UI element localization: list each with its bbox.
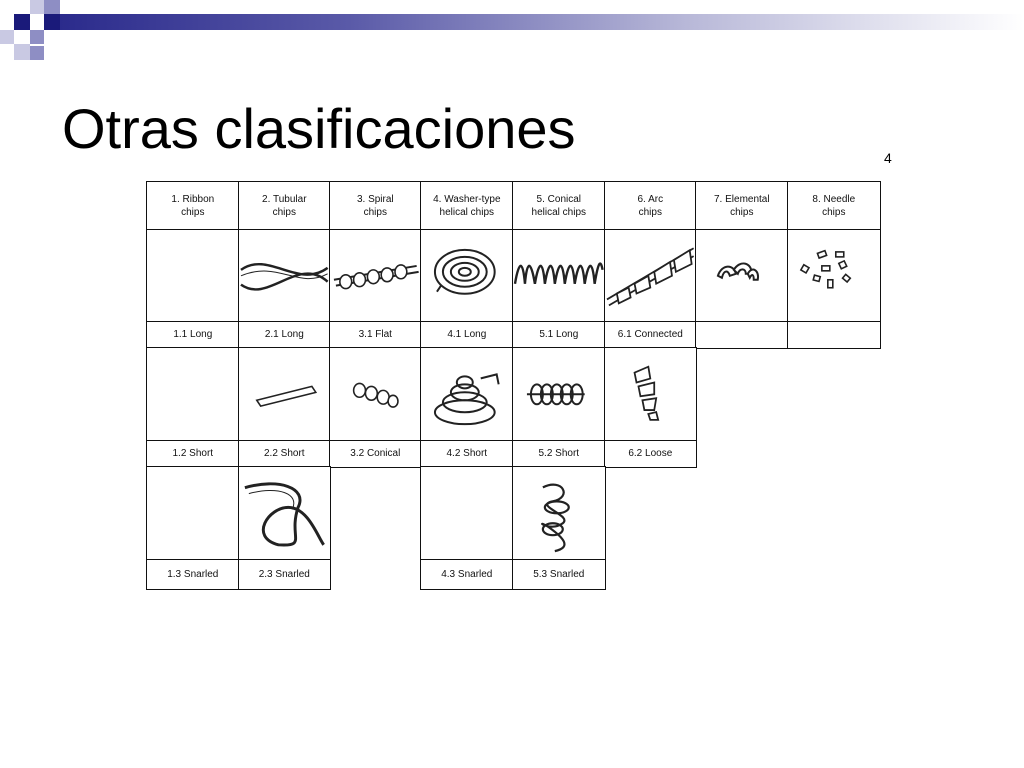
chip-image-cell: [146, 229, 240, 323]
chip-label-cell: 5.1 Long: [512, 321, 606, 349]
table-header-cell: 8. Needle chips: [787, 181, 881, 231]
chip-label-cell: 2.3 Snarled: [238, 559, 331, 590]
deco-square-mid: [30, 30, 44, 44]
chip-image-cell: [604, 347, 697, 442]
chip-image-cell: [695, 229, 789, 323]
page-number: 4: [884, 150, 892, 166]
chip-label-cell: 4.3 Snarled: [420, 559, 514, 590]
chip-illustration: [526, 383, 585, 406]
chip-label-cell: 4.2 Short: [420, 440, 514, 468]
chip-illustration: [606, 247, 695, 307]
chip-label-cell: 2.2 Short: [238, 440, 331, 468]
chip-illustration: [541, 483, 570, 553]
deco-square-dark: [44, 14, 60, 30]
chip-illustration: [240, 263, 329, 291]
table-header-cell: 2. Tubular chips: [238, 181, 331, 231]
chip-label-cell: 6.1 Connected: [604, 321, 697, 349]
deco-square-mid: [30, 46, 44, 60]
chip-image-cell: [512, 229, 606, 323]
chip-image-cell: [238, 229, 331, 323]
chip-label-cell: [787, 321, 881, 349]
chip-label-cell: 1.1 Long: [146, 321, 240, 349]
chip-image-cell: [238, 466, 331, 561]
chip-label-cell: 5.3 Snarled: [512, 559, 606, 590]
table-header-cell: 5. Conical helical chips: [512, 181, 606, 231]
chip-label-cell: 6.2 Loose: [604, 440, 697, 468]
chip-image-cell: [238, 347, 331, 442]
chip-image-cell: [420, 466, 514, 561]
slide-title: Otras clasificaciones: [62, 97, 576, 160]
chip-label-cell: 5.2 Short: [512, 440, 606, 468]
chip-illustration: [244, 482, 325, 547]
table-header-cell: 6. Arc chips: [604, 181, 697, 231]
chip-illustration: [799, 249, 852, 289]
chip-image-cell: [329, 347, 422, 442]
chip-illustration: [147, 230, 239, 322]
chip-image-cell: [787, 229, 881, 323]
table-header-cell: 3. Spiral chips: [329, 181, 422, 231]
deco-square-light: [0, 30, 14, 44]
header-gradient-bar: [60, 14, 1024, 30]
chip-illustration: [421, 467, 513, 560]
chip-illustration: [147, 467, 239, 560]
deco-square-mid: [44, 0, 60, 14]
chip-label-cell: 4.1 Long: [420, 321, 514, 349]
chip-label-cell: 1.3 Snarled: [146, 559, 240, 590]
chip-image-cell: [329, 229, 422, 323]
chip-image-cell: [146, 347, 240, 442]
chip-illustration: [513, 262, 604, 284]
chip-illustration: [352, 382, 399, 408]
chip-illustration: [433, 373, 500, 426]
chip-illustration: [433, 248, 496, 295]
chip-illustration: [333, 264, 419, 290]
chip-illustration: [147, 348, 239, 441]
deco-square-dark: [14, 14, 30, 30]
chip-image-cell: [512, 466, 606, 561]
chip-label-cell: 3.2 Conical: [329, 440, 422, 468]
chip-illustration: [716, 262, 760, 281]
deco-square-light: [14, 44, 30, 60]
chip-image-cell: [512, 347, 606, 442]
chip-illustration: [255, 385, 318, 408]
deco-square-light: [30, 0, 44, 14]
chip-illustration: [633, 365, 660, 421]
table-header-cell: 4. Washer-type helical chips: [420, 181, 514, 231]
chip-image-cell: [420, 347, 514, 442]
table-header-cell: 7. Elemental chips: [695, 181, 789, 231]
table-header-cell: 1. Ribbon chips: [146, 181, 240, 231]
chip-image-cell: [420, 229, 514, 323]
chip-label-cell: 1.2 Short: [146, 440, 240, 468]
chip-label-cell: [695, 321, 789, 349]
chip-image-cell: [604, 229, 697, 323]
chip-image-cell: [146, 466, 240, 561]
chip-label-cell: 2.1 Long: [238, 321, 331, 349]
chip-label-cell: 3.1 Flat: [329, 321, 422, 349]
